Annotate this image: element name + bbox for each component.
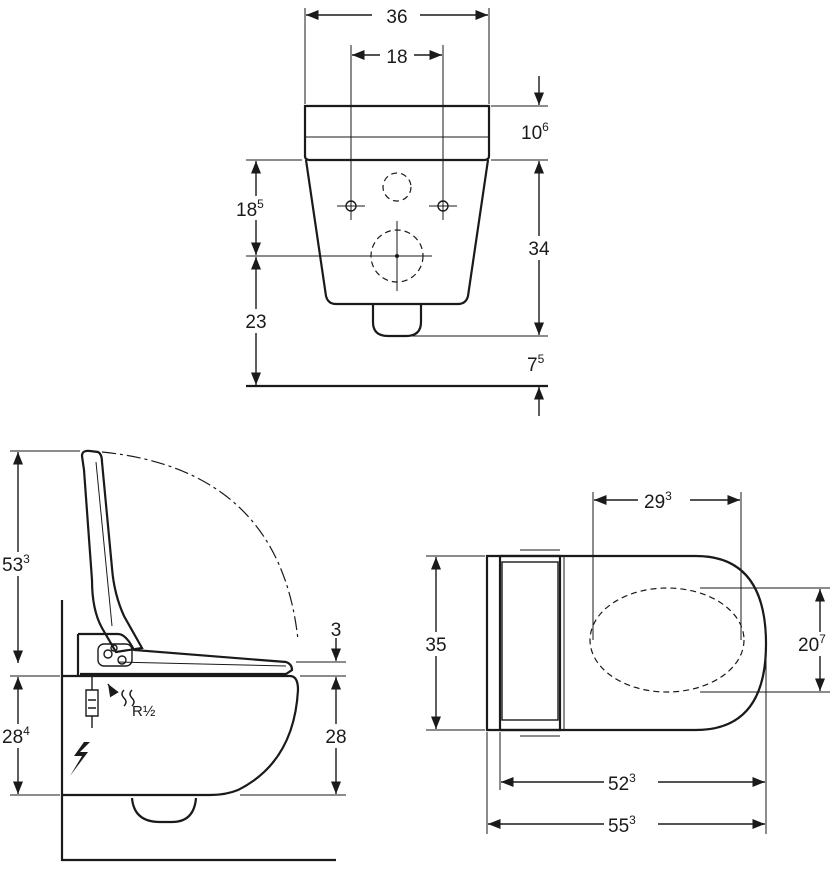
water-connection-arrow (108, 684, 135, 707)
drain-connection-circle (362, 221, 432, 291)
top-seat-opening (589, 587, 745, 693)
dim-overall-length: 553 (608, 813, 636, 837)
side-bowl (62, 674, 300, 797)
front-view: 36 18 106 34 75 185 (234, 4, 554, 416)
water-inlet-circle (382, 172, 412, 202)
top-control-unit (501, 561, 559, 721)
dim-bowl-height-left: 284 (2, 724, 30, 748)
front-seat (303, 104, 491, 162)
dim-bowl-length: 523 (608, 771, 636, 795)
dim-top-width: 35 (425, 635, 446, 656)
front-drain (371, 304, 423, 338)
dim-seat-thickness: 3 (331, 620, 342, 641)
dim-drain-height: 23 (245, 312, 266, 333)
front-bowl (304, 159, 490, 306)
dim-fixing-height: 185 (236, 197, 264, 221)
label-water-connection: R½ (132, 703, 156, 720)
lid-swing-arc (101, 451, 299, 641)
side-wall (60, 600, 336, 862)
dim-floor-gap: 75 (527, 352, 545, 376)
top-seat-panel (498, 554, 562, 732)
dim-seat-opening-length: 293 (644, 489, 672, 513)
side-outlet (130, 797, 198, 824)
top-view: 293 35 207 523 553 (420, 489, 838, 837)
dim-bowl-height: 34 (528, 239, 550, 260)
top-bowl-outline (485, 554, 768, 732)
dim-seat-height: 106 (521, 120, 549, 144)
side-seat (76, 632, 294, 676)
electric-symbol (70, 742, 90, 776)
dim-width-total: 36 (386, 7, 407, 28)
dim-bowl-height-right: 28 (325, 727, 346, 748)
dim-lid-open-height: 533 (2, 552, 30, 576)
side-connector-block (97, 643, 133, 667)
power-cable (85, 676, 99, 728)
dim-fixing-distance: 18 (386, 47, 407, 68)
side-view: R½ 533 284 3 28 (2, 449, 352, 862)
side-lid (80, 449, 144, 654)
dim-seat-opening-width: 207 (798, 632, 826, 656)
